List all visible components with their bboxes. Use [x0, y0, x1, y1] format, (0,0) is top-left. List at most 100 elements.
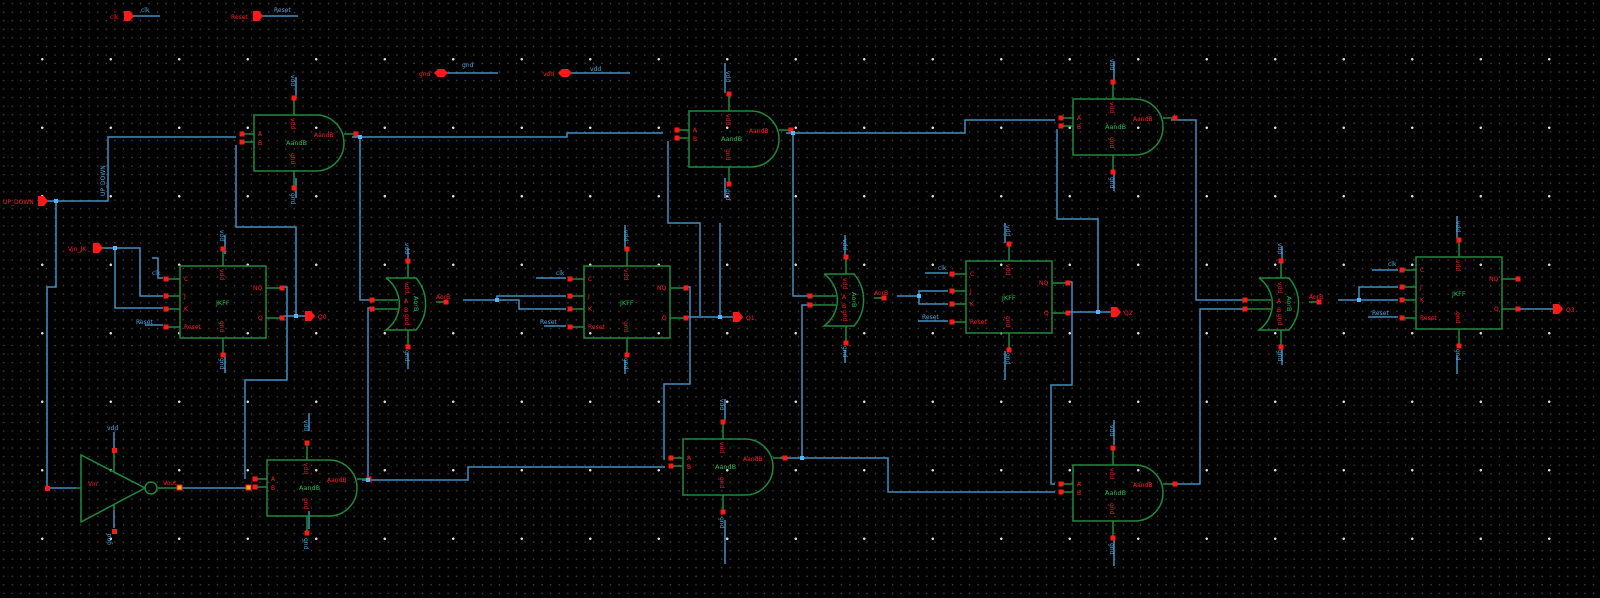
- pin-terminal[interactable]: [668, 455, 674, 461]
- wire-and2out[interactable]: [786, 119, 1055, 134]
- pin-terminal[interactable]: [788, 127, 794, 133]
- pin-terminal[interactable]: [1399, 284, 1405, 290]
- pin-terminal[interactable]: [252, 476, 258, 482]
- pin-terminal[interactable]: [304, 440, 310, 446]
- wire-q2-up[interactable]: [1056, 129, 1099, 312]
- pin-terminal[interactable]: [674, 135, 680, 141]
- pin-terminal[interactable]: [807, 302, 813, 308]
- pin-terminal[interactable]: [252, 484, 258, 490]
- pin-terminal[interactable]: [239, 139, 245, 145]
- pin-terminal[interactable]: [163, 306, 169, 312]
- global-pin-vdd[interactable]: vdd vdd: [543, 66, 601, 78]
- pin-terminal[interactable]: [220, 246, 226, 252]
- wire-jk1-k[interactable]: [497, 299, 566, 310]
- pin-terminal[interactable]: [1110, 445, 1116, 451]
- wire-nq0[interactable]: [244, 286, 288, 479]
- pin-terminal[interactable]: [668, 463, 674, 469]
- pin-terminal[interactable]: [949, 319, 955, 325]
- pin-terminal[interactable]: [1456, 343, 1462, 349]
- wire-nq2[interactable]: [1050, 281, 1073, 485]
- pin-terminal[interactable]: [1058, 481, 1064, 487]
- wire-jk2-j[interactable]: [918, 290, 948, 296]
- global-pin-clk[interactable]: clk clk: [110, 7, 150, 21]
- pin-q3[interactable]: Q3: [1553, 304, 1575, 314]
- pin-terminal[interactable]: [726, 181, 732, 187]
- pin-terminal[interactable]: [1278, 258, 1284, 264]
- pin-terminal[interactable]: [1058, 115, 1064, 121]
- pin-terminal[interactable]: [1006, 241, 1012, 247]
- global-pin-gnd[interactable]: gnd gnd: [419, 62, 474, 78]
- pin-terminal[interactable]: [1110, 169, 1116, 175]
- pin-terminal[interactable]: [949, 301, 955, 307]
- pin-terminal[interactable]: [1172, 115, 1178, 121]
- inverter[interactable]: Vin Vout vdd gnd: [45, 425, 252, 545]
- pin-terminal[interactable]: [683, 315, 689, 321]
- pin-terminal[interactable]: [683, 285, 689, 291]
- pin-terminal[interactable]: [843, 254, 849, 260]
- pin-terminal[interactable]: [1399, 297, 1405, 303]
- wire-and4out[interactable]: [780, 457, 1055, 493]
- pin-terminal[interactable]: [726, 91, 732, 97]
- wire-and3-or1b[interactable]: [367, 307, 372, 480]
- pin-terminal[interactable]: [567, 293, 573, 299]
- pin-terminal[interactable]: [674, 127, 680, 133]
- pin-terminal[interactable]: [1242, 306, 1248, 312]
- pin-terminal[interactable]: [881, 295, 887, 301]
- pin-terminal[interactable]: [1110, 535, 1116, 541]
- pin-terminal[interactable]: [1515, 306, 1521, 312]
- pin-terminal[interactable]: [1065, 280, 1071, 286]
- pin-terminal[interactable]: [1058, 489, 1064, 495]
- wire-and3out[interactable]: [362, 466, 665, 481]
- pin-terminal[interactable]: [443, 299, 449, 305]
- pin-terminal[interactable]: [843, 340, 849, 346]
- pin-terminal[interactable]: [624, 246, 630, 252]
- pin-terminal[interactable]: [1172, 481, 1178, 487]
- pin-q2[interactable]: Q2: [1111, 307, 1133, 317]
- pin-terminal[interactable]: [782, 455, 788, 461]
- pin-terminal[interactable]: [949, 288, 955, 294]
- pin-terminal[interactable]: [369, 297, 375, 303]
- pin-terminal[interactable]: [1110, 79, 1116, 85]
- pin-terminal[interactable]: [405, 258, 411, 264]
- pin-terminal[interactable]: [405, 344, 411, 350]
- pin-terminal[interactable]: [163, 324, 169, 330]
- pin-terminal[interactable]: [1399, 267, 1405, 273]
- wire-jk2-k[interactable]: [918, 296, 948, 305]
- pin-terminal[interactable]: [163, 276, 169, 282]
- pin-terminal[interactable]: [567, 324, 573, 330]
- pin-up-down[interactable]: UP_DOWN UP_DOWN: [3, 165, 107, 206]
- pin-terminal[interactable]: [369, 306, 375, 312]
- pin-terminal[interactable]: [624, 352, 630, 358]
- wire-and1b[interactable]: [235, 145, 297, 316]
- pin-terminal[interactable]: [1278, 344, 1284, 350]
- pin-terminal[interactable]: [279, 315, 285, 321]
- pin-terminal[interactable]: [567, 306, 573, 312]
- pin-terminal[interactable]: [1006, 347, 1012, 353]
- pin-vin-jk[interactable]: Vin_JK: [68, 243, 103, 253]
- pin-terminal[interactable]: [949, 271, 955, 277]
- pin-terminal[interactable]: [1456, 237, 1462, 243]
- pin-terminal[interactable]: [304, 530, 310, 536]
- pin-terminal[interactable]: [807, 293, 813, 299]
- pin-terminal[interactable]: [720, 509, 726, 515]
- wire-and1-or1[interactable]: [359, 137, 372, 301]
- pin-terminal[interactable]: [1515, 276, 1521, 282]
- pin-terminal[interactable]: [567, 276, 573, 282]
- wire-updown[interactable]: [45, 136, 236, 202]
- wire-jk3-j[interactable]: [1358, 286, 1398, 300]
- pin-terminal[interactable]: [1316, 299, 1322, 305]
- wire-vinjk-k[interactable]: [114, 248, 163, 309]
- wire-and2b[interactable]: [667, 141, 701, 316]
- pin-terminal[interactable]: [1065, 310, 1071, 316]
- wire-clk0[interactable]: [152, 257, 163, 279]
- pin-q1[interactable]: Q1: [733, 312, 755, 322]
- pin-terminal[interactable]: [279, 285, 285, 291]
